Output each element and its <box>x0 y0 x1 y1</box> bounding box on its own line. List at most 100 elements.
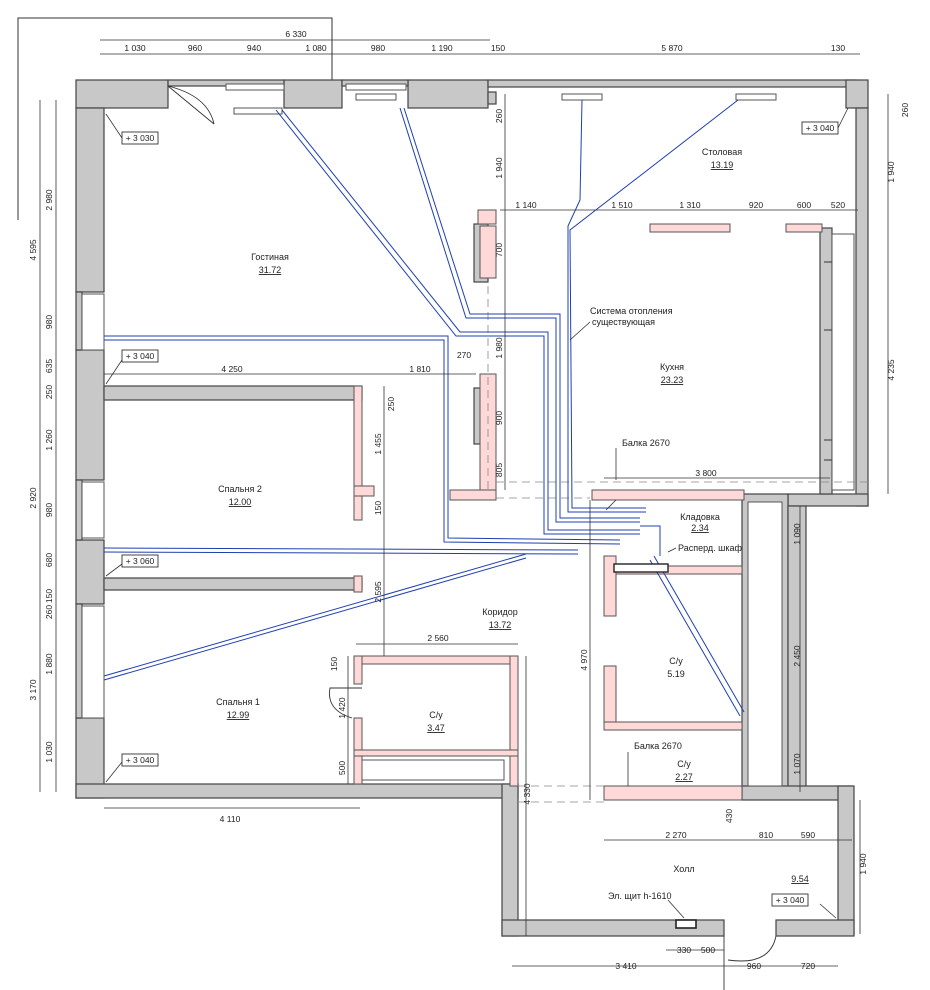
dim-top: 980 <box>371 43 385 53</box>
room-name-bathroom-mid: С/у <box>429 710 443 720</box>
dim-kitchen-top: 600 <box>797 200 811 210</box>
room-area-living: 31.72 <box>259 265 282 275</box>
beam-note-bathroom: Балка 2670 <box>634 741 682 751</box>
dim-right: 1 940 <box>886 161 896 183</box>
dim-pantry-right: 1 070 <box>792 753 802 775</box>
dim-left-inner: 680 <box>44 553 54 567</box>
room-name-kitchen: Кухня <box>660 362 684 372</box>
dim-bedroom-2: 1 455 <box>373 433 383 455</box>
annotations: Система отопления существующая Балка 267… <box>569 306 743 919</box>
dim-kitchen-bottom: 3 800 <box>695 468 717 478</box>
room-name-bathroom-right: С/у <box>669 656 683 666</box>
dim-pantry-right: 2 450 <box>792 645 802 667</box>
distribution-cabinet <box>613 563 669 573</box>
dim-top: 940 <box>247 43 261 53</box>
dim-right: 4 235 <box>886 359 896 381</box>
dim-top: 130 <box>831 43 845 53</box>
kitchen-wall-ticks <box>824 261 832 461</box>
dim-bath-mid: 150 <box>329 657 339 671</box>
dim-top: 1 030 <box>124 43 146 53</box>
dim-top: 960 <box>188 43 202 53</box>
dim-top: 150 <box>491 43 505 53</box>
electric-panel <box>675 919 697 929</box>
dim-right: 260 <box>900 103 910 117</box>
dim-kitchen-top: 1 310 <box>679 200 701 210</box>
room-area-bedroom-1: 12.99 <box>227 710 250 720</box>
windows <box>81 83 777 719</box>
level-marker: + 3 030 <box>126 133 155 143</box>
dim-kitchen-top: 1 140 <box>515 200 537 210</box>
level-marker: + 3 040 <box>806 123 835 133</box>
room-area-bathroom-mid: 3.47 <box>427 723 445 733</box>
dim-partition: 1 980 <box>494 337 504 359</box>
dim-bottom: 960 <box>747 961 761 971</box>
dim-kitchen-top: 520 <box>831 200 845 210</box>
dim-bath-mid: 1 420 <box>337 697 347 719</box>
dim-left-inner: 150 <box>44 589 54 603</box>
dim-pantry-right: 1 090 <box>792 523 802 545</box>
dim-corridor: 4 970 <box>579 649 589 671</box>
room-name-corridor: Коридор <box>482 607 518 617</box>
dim-left-inner: 635 <box>44 359 54 373</box>
heating-note-2: существующая <box>592 317 655 327</box>
panel-note: Эл. щит h-1610 <box>608 891 672 901</box>
dim-top: 1 080 <box>305 43 327 53</box>
dim-top: 5 870 <box>661 43 683 53</box>
dim-hall-top: 810 <box>759 830 773 840</box>
dim-living: 4 250 <box>221 364 243 374</box>
dim-left-inner: 2 920 <box>28 487 38 509</box>
room-name-bedroom-2: Спальня 2 <box>218 484 262 494</box>
beam-note-kitchen: Балка 2670 <box>622 438 670 448</box>
room-name-hall: Холл <box>673 864 694 874</box>
dim-bottom: 3 410 <box>615 961 637 971</box>
room-name-dining: Столовая <box>702 147 742 157</box>
dim-left-inner: 1 880 <box>44 653 54 675</box>
dim-kitchen-top: 920 <box>749 200 763 210</box>
dim-bottom: 720 <box>801 961 815 971</box>
dim-left-inner: 1 260 <box>44 429 54 451</box>
dim-living: 1 810 <box>409 364 431 374</box>
level-marker: + 3 060 <box>126 556 155 566</box>
dim-kitchen-top: 1 510 <box>611 200 633 210</box>
balcony-outline <box>17 17 333 220</box>
dim-partition: 900 <box>494 411 504 425</box>
level-marker: + 3 040 <box>776 895 805 905</box>
dim-left-inner: 2 980 <box>44 189 54 211</box>
room-area-bathroom-right: 5.19 <box>667 669 685 679</box>
dim-left-inner: 1 030 <box>44 741 54 763</box>
level-markers: + 3 030 + 3 040 + 3 040 + 3 060 + 3 040 … <box>105 107 849 919</box>
dim-left-inner: 980 <box>44 503 54 517</box>
dim-right: 1 940 <box>858 853 868 875</box>
dim-bath-mid: 2 560 <box>427 633 449 643</box>
room-area-dining: 13.19 <box>711 160 734 170</box>
dim-partition: 260 <box>494 109 504 123</box>
dim-bottom: 500 <box>701 945 715 955</box>
dim-top-total: 6 330 <box>285 29 307 39</box>
new-partitions <box>353 209 855 801</box>
dim-bedroom-1: 4 110 <box>220 814 241 824</box>
room-area-bathroom-small: 2.27 <box>675 772 693 782</box>
dim-hall-top: 2 270 <box>665 830 687 840</box>
room-name-pantry: Кладовка <box>680 512 720 522</box>
dim-bath-mid: 500 <box>337 761 347 775</box>
dim-top: 1 190 <box>431 43 453 53</box>
dim-left-outer: 4 595 <box>28 239 38 261</box>
dim-left-outer: 3 170 <box>28 679 38 701</box>
dim-bottom: 330 <box>677 945 691 955</box>
room-area-hall: 9.54 <box>791 874 809 884</box>
dim-hall-top: 590 <box>801 830 815 840</box>
dimension-lines <box>39 39 889 967</box>
heating-note: Система отопления <box>590 306 673 316</box>
room-labels: Гостиная 31.72 Столовая 13.19 Кухня 23.2… <box>216 147 809 884</box>
room-name-living: Гостиная <box>251 252 289 262</box>
cabinet-note: Расперд. шкаф <box>678 543 743 553</box>
room-area-corridor: 13.72 <box>489 620 512 630</box>
room-name-bathroom-small: С/у <box>677 759 691 769</box>
doors <box>167 85 777 990</box>
level-marker: + 3 040 <box>126 755 155 765</box>
dim-bedroom-2: 150 <box>373 501 383 515</box>
dim-partition: 270 <box>457 350 471 360</box>
dim-partition: 700 <box>494 243 504 257</box>
room-area-kitchen: 23.23 <box>661 375 684 385</box>
